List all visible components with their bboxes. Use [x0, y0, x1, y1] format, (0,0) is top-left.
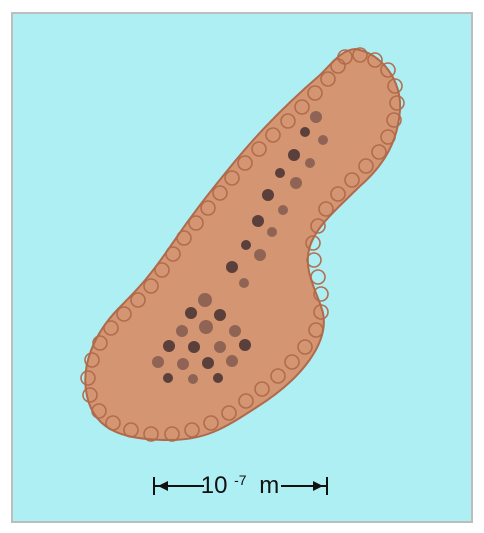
scale-label-base: 10 — [201, 472, 228, 499]
scale-label-exponent: -7 — [234, 472, 247, 488]
scale-label-unit: m — [259, 472, 279, 499]
